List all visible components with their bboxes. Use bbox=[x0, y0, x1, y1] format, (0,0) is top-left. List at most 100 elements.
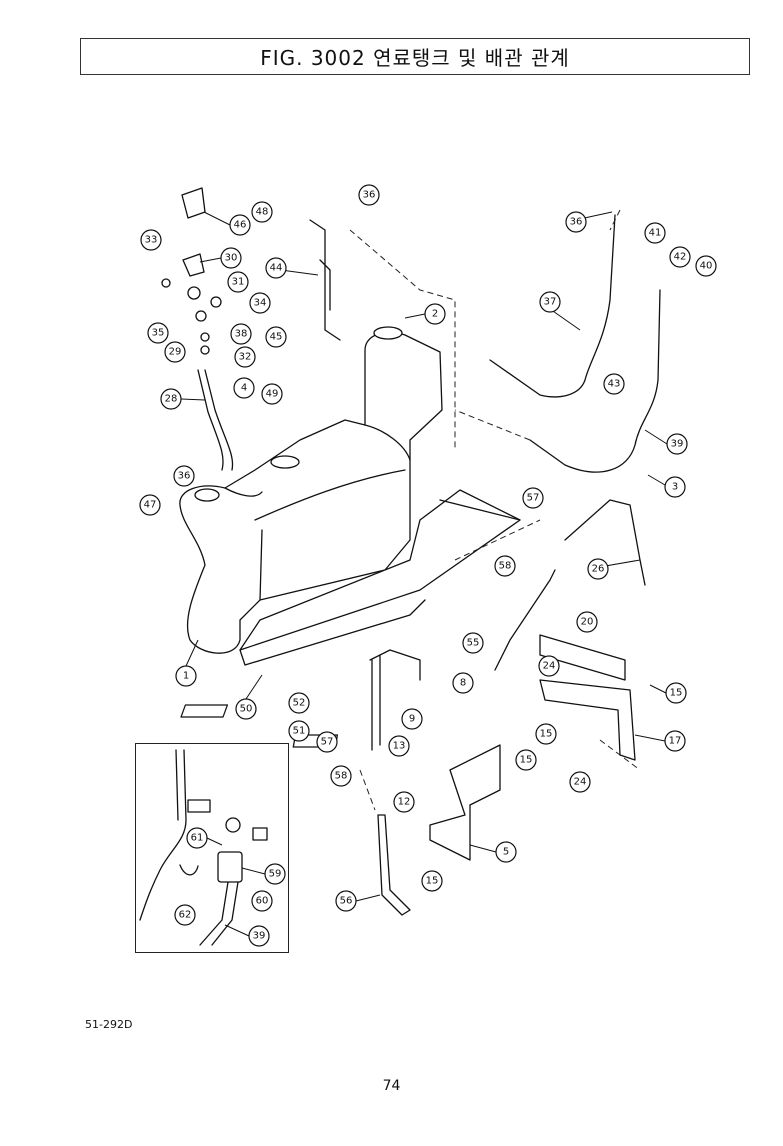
part-callout-42: 42 bbox=[669, 246, 691, 268]
part-callout-40: 40 bbox=[695, 255, 717, 277]
part-callout-26: 26 bbox=[587, 558, 609, 580]
callout-label: 60 bbox=[256, 896, 269, 907]
callout-label: 58 bbox=[335, 771, 348, 782]
part-callout-58: 58 bbox=[330, 765, 352, 787]
callout-circle bbox=[644, 222, 666, 244]
callout-circle bbox=[664, 476, 686, 498]
callout-label: 13 bbox=[393, 741, 406, 752]
callout-label: 49 bbox=[266, 389, 279, 400]
part-callout-29: 29 bbox=[164, 341, 186, 363]
fuel-hose-supply bbox=[529, 289, 661, 473]
callout-circle bbox=[251, 201, 273, 223]
callout-circle bbox=[535, 723, 557, 745]
callout-circle bbox=[227, 271, 249, 293]
callout-circle bbox=[229, 214, 251, 236]
part-callout-30: 30 bbox=[220, 247, 242, 269]
callout-circle bbox=[522, 487, 544, 509]
callout-label: 59 bbox=[269, 869, 282, 880]
part-callout-34: 34 bbox=[249, 292, 271, 314]
part-callout-62: 62 bbox=[174, 904, 196, 926]
callout-circle bbox=[666, 433, 688, 455]
filler-neck-hose bbox=[204, 369, 234, 471]
part-callout-20: 20 bbox=[576, 611, 598, 633]
part-callout-38: 38 bbox=[230, 323, 252, 345]
callout-circle bbox=[565, 211, 587, 233]
part-callout-36: 36 bbox=[358, 184, 380, 206]
callout-circle bbox=[174, 904, 196, 926]
callout-label: 12 bbox=[398, 797, 411, 808]
part-callout-15: 15 bbox=[515, 749, 537, 771]
callout-label: 35 bbox=[152, 328, 165, 339]
part-callout-39: 39 bbox=[666, 433, 688, 455]
figure-title: FIG. 3002 연료탱크 및 배관 관계 bbox=[80, 38, 750, 75]
fuel-hose-return bbox=[489, 214, 616, 398]
tank-band-lower bbox=[494, 569, 556, 671]
callout-label: 42 bbox=[674, 252, 687, 263]
tank-band-upper bbox=[564, 499, 646, 586]
part-callout-32: 32 bbox=[234, 346, 256, 368]
part-callout-61: 61 bbox=[186, 827, 208, 849]
callout-circle bbox=[669, 246, 691, 268]
part-callout-24: 24 bbox=[538, 655, 560, 677]
figure-title-text: FIG. 3002 연료탱크 및 배관 관계 bbox=[260, 46, 570, 70]
callout-circle bbox=[495, 841, 517, 863]
callout-label: 37 bbox=[544, 297, 557, 308]
callout-label: 15 bbox=[520, 755, 533, 766]
part-callout-48: 48 bbox=[251, 201, 273, 223]
callout-circle bbox=[665, 682, 687, 704]
callout-circle bbox=[164, 341, 186, 363]
callout-circle bbox=[576, 611, 598, 633]
callout-label: 43 bbox=[608, 379, 621, 390]
part-callout-36: 36 bbox=[565, 211, 587, 233]
callout-circle bbox=[316, 731, 338, 753]
callout-label: 39 bbox=[671, 439, 684, 450]
part-callout-4: 4 bbox=[233, 377, 255, 399]
callout-label: 41 bbox=[649, 228, 662, 239]
part-callout-49: 49 bbox=[261, 383, 283, 405]
callout-label: 20 bbox=[581, 617, 594, 628]
part-callout-56: 56 bbox=[335, 890, 357, 912]
part-callout-15: 15 bbox=[421, 870, 443, 892]
part-callout-47: 47 bbox=[139, 494, 161, 516]
callout-circle bbox=[233, 377, 255, 399]
callout-label: 40 bbox=[700, 261, 713, 272]
filler-neck-hose bbox=[197, 369, 224, 471]
part-callout-60: 60 bbox=[251, 890, 273, 912]
tank-tray bbox=[239, 489, 521, 666]
part-callout-51: 51 bbox=[288, 720, 310, 742]
callout-label: 15 bbox=[670, 688, 683, 699]
callout-label: 57 bbox=[321, 737, 334, 748]
callout-layer: 1234589121315151515172024242628293031323… bbox=[139, 184, 717, 947]
callout-label: 24 bbox=[574, 777, 587, 788]
callout-circle bbox=[175, 665, 197, 687]
document-code: 51-292D bbox=[85, 1018, 133, 1031]
callout-label: 36 bbox=[363, 190, 376, 201]
callout-label: 47 bbox=[144, 500, 157, 511]
callout-circle bbox=[265, 257, 287, 279]
callout-label: 32 bbox=[239, 352, 252, 363]
callout-label: 52 bbox=[293, 698, 306, 709]
callout-label: 50 bbox=[240, 704, 253, 715]
callout-label: 61 bbox=[191, 833, 204, 844]
part-callout-12: 12 bbox=[393, 791, 415, 813]
bracket-assembly bbox=[180, 634, 636, 916]
part-callout-5: 5 bbox=[495, 841, 517, 863]
part-callout-33: 33 bbox=[140, 229, 162, 251]
callout-circle bbox=[234, 346, 256, 368]
part-callout-37: 37 bbox=[539, 291, 561, 313]
callout-circle bbox=[452, 672, 474, 694]
part-callout-59: 59 bbox=[264, 863, 286, 885]
part-callout-57: 57 bbox=[522, 487, 544, 509]
callout-circle bbox=[393, 791, 415, 813]
part-callout-58: 58 bbox=[494, 555, 516, 577]
fuel-tank bbox=[179, 326, 443, 654]
part-callout-13: 13 bbox=[388, 735, 410, 757]
callout-label: 8 bbox=[460, 678, 466, 689]
part-callout-44: 44 bbox=[265, 257, 287, 279]
part-callout-9: 9 bbox=[401, 708, 423, 730]
callout-label: 31 bbox=[232, 277, 245, 288]
part-callout-31: 31 bbox=[227, 271, 249, 293]
callout-circle bbox=[261, 383, 283, 405]
callout-label: 2 bbox=[432, 309, 438, 320]
callout-circle bbox=[264, 863, 286, 885]
